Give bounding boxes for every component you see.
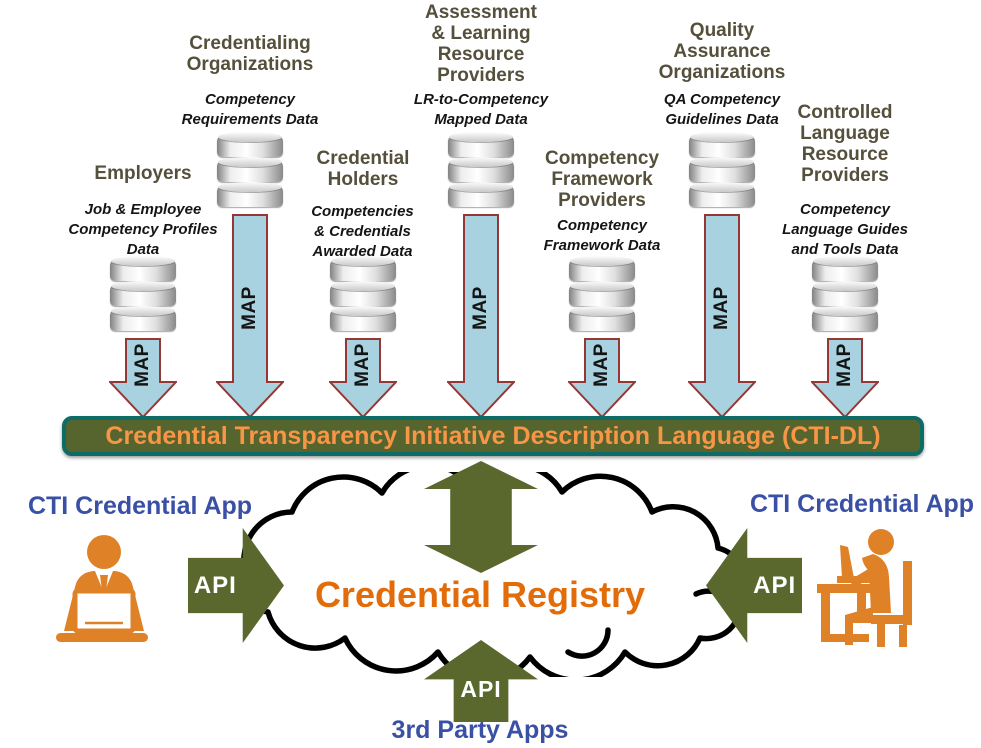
person-laptop-icon <box>56 535 148 642</box>
source-title-assessment-learning: Assessment & Learning Resource Providers <box>425 2 537 86</box>
source-data-label-controlled-language: Competency Language Guides and Tools Dat… <box>782 201 908 258</box>
source-data-label-quality-assurance: QA Competency Guidelines Data <box>663 91 781 128</box>
person-desk-icon <box>817 529 912 647</box>
map-arrow-label: MAP <box>711 286 732 330</box>
source-title-credential-holders: Credential Holders <box>316 148 410 190</box>
map-arrow-icon: MAP <box>329 338 397 418</box>
map-arrow-label: MAP <box>239 286 260 330</box>
map-arrow-label: MAP <box>352 343 373 387</box>
ctidl-bar: Credential Transparency Initiative Descr… <box>62 416 924 456</box>
map-arrow-icon: MAP <box>811 338 879 418</box>
source-title-credentialing-orgs: Credentialing Organizations <box>186 33 314 75</box>
source-data-label-credentialing-orgs: Competency Requirements Data <box>181 91 319 128</box>
ctidl-bar-label: Credential Transparency Initiative Descr… <box>105 421 881 450</box>
map-arrow-label: MAP <box>591 343 612 387</box>
cti-credential-app-label-right: CTI Credential App <box>749 490 975 518</box>
database-icon <box>448 132 514 216</box>
map-arrow-icon: MAP <box>109 338 177 418</box>
cti-credential-app-label-left: CTI Credential App <box>27 492 253 520</box>
map-arrow-icon: MAP <box>216 214 284 418</box>
source-title-quality-assurance: Quality Assurance Organizations <box>658 20 786 83</box>
source-data-label-assessment-learning: LR-to-Competency Mapped Data <box>413 91 549 128</box>
source-data-label-competency-framework: Competency Framework Data <box>543 217 661 254</box>
api-label: API <box>193 571 237 599</box>
map-arrow-label: MAP <box>132 343 153 387</box>
database-icon <box>330 256 396 340</box>
database-icon <box>812 256 878 340</box>
source-title-competency-framework: Competency Framework Providers <box>544 148 660 211</box>
source-title-employers: Employers <box>94 163 192 184</box>
source-data-label-credential-holders: Competencies & Credentials Awarded Data <box>311 203 414 260</box>
map-arrow-icon: MAP <box>688 214 756 418</box>
database-icon <box>689 132 755 216</box>
source-title-controlled-language: Controlled Language Resource Providers <box>797 102 893 186</box>
third-party-apps-label: 3rd Party Apps <box>391 716 569 744</box>
map-arrow-label: MAP <box>834 343 855 387</box>
credential-registry-label: Credential Registry <box>314 574 646 615</box>
database-icon <box>569 256 635 340</box>
source-data-label-employers: Job & Employee Competency Profiles Data <box>68 201 218 258</box>
database-icon <box>217 132 283 216</box>
api-label: API <box>460 676 502 702</box>
api-label: API <box>753 571 797 599</box>
map-arrow-icon: MAP <box>568 338 636 418</box>
map-arrow-label: MAP <box>470 286 491 330</box>
database-icon <box>110 256 176 340</box>
map-arrow-icon: MAP <box>447 214 515 418</box>
